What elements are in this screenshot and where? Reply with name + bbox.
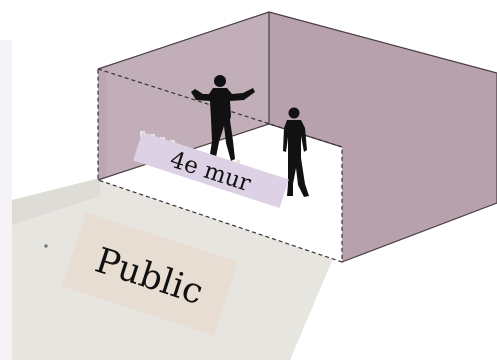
marker-dot — [44, 244, 47, 247]
left-wall — [98, 69, 106, 182]
left-panel — [0, 40, 12, 360]
